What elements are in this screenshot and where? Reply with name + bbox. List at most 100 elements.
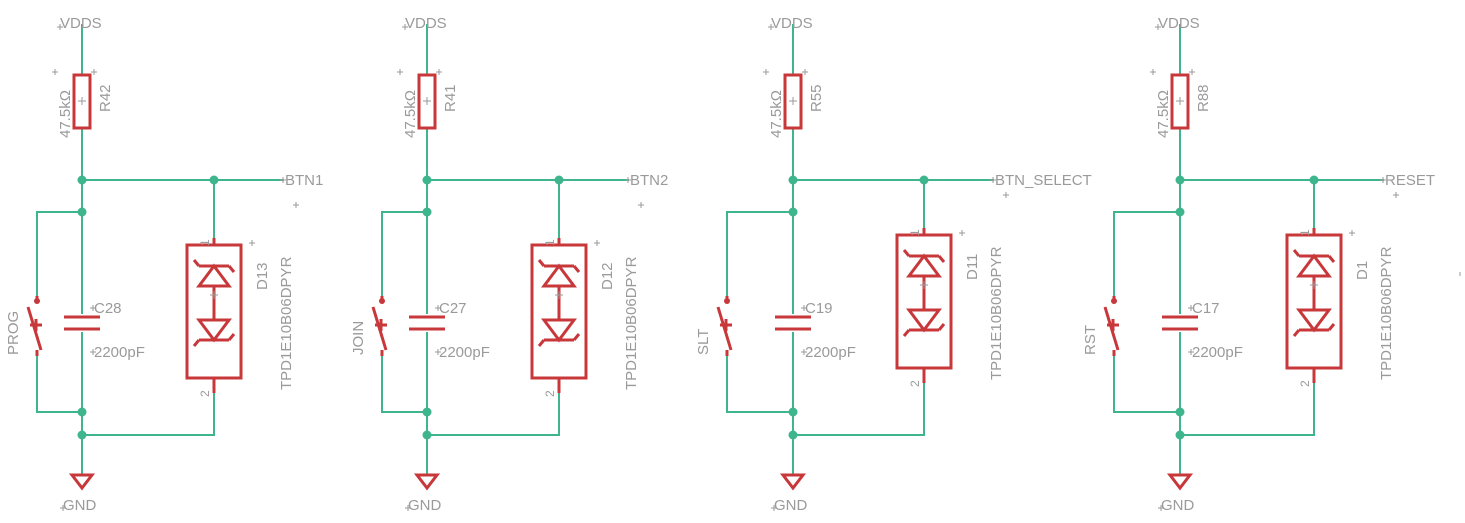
origin-mark [435,305,441,311]
capacitor-ref-label: C28 [94,300,122,317]
resistor-ref-label: R55 [808,84,825,112]
tvs-diode-upper [906,253,942,278]
origin-mark [90,305,96,311]
supply-label: VDDS [771,15,813,32]
diode-part-label: TPD1E10B06DPYR [1378,246,1395,380]
tvs-diode-upper-bar [192,259,236,273]
resistor-value-label: 47.5kΩ [402,90,419,138]
origin-mark [801,305,807,311]
capacitor-ref-label: C17 [1192,300,1220,317]
diode-ref-label: D11 [964,254,981,280]
button-ref-label: RST [1082,325,1099,355]
switch-top-wire [726,211,794,297]
origin-mark [436,69,442,75]
switch-plus [1107,319,1119,331]
origin-mark [1155,24,1161,30]
origin-mark [625,177,631,183]
net-label: BTN2 [630,172,668,189]
junction-dot [1175,407,1185,417]
resistor-body [1170,73,1190,130]
diode-bottom-wire [81,392,215,436]
tvs-diode-lower-bar [1292,323,1336,337]
origin-mark [959,230,965,236]
resistor-value-label: 47.5kΩ [768,90,785,138]
origin-mark [52,69,58,75]
junction-dot [788,207,798,217]
resistor-origin [1176,97,1184,105]
supply-label: VDDS [60,15,102,32]
capacitor-plates [64,315,100,331]
button-ref-label: JOIN [350,321,367,355]
origin-mark [1188,349,1194,355]
capacitor-value-label: 2200pF [1192,344,1243,361]
button-ref-label: PROG [5,311,22,355]
ground-symbol [68,473,96,491]
ground-symbol [1166,473,1194,491]
ground-label: GND [408,497,442,514]
origin-mark [397,69,403,75]
junction-dot [919,175,929,185]
origin-mark [91,69,97,75]
tvs-diode-lower-bar [192,333,236,347]
ground-symbol [779,473,807,491]
switch-plus [30,319,42,331]
junction-dot [1309,175,1319,185]
origin-mark [801,349,807,355]
diode-origin [555,291,563,299]
origin-mark [638,202,644,208]
net-label: BTN_SELECT [995,172,1092,189]
junction-dot [1175,175,1185,185]
capacitor-value-label: 2200pF [94,344,145,361]
origin-mark [1158,505,1164,511]
origin-mark [1393,192,1399,198]
diode-pin2-label: 2 [1298,380,1312,387]
tvs-diode-lower-bar [902,323,946,337]
supply-label: VDDS [405,15,447,32]
junction-dot [1175,207,1185,217]
capacitor-plates [409,315,445,331]
diode-pin2-label: 2 [543,390,557,397]
tvs-diode-upper [1296,253,1332,278]
switch-top-wire [36,211,83,297]
junction-dot [1175,430,1185,440]
junction-dot [788,407,798,417]
origin-mark [249,240,255,246]
tvs-diode-upper [196,263,232,288]
switch-top-wire [381,211,428,297]
junction-dot [77,207,87,217]
diode-bottom-wire [792,382,925,436]
origin-mark [402,24,408,30]
tvs-diode-upper-bar [537,259,581,273]
junction-dot [788,175,798,185]
origin-mark [405,505,411,511]
capacitor-plates [1162,315,1198,331]
tvs-diode-lower-bar [537,333,581,347]
switch-top-wire [1113,211,1181,297]
junction-dot [422,175,432,185]
switch-plus [720,319,732,331]
capacitor-plates [775,315,811,331]
origin-mark [768,24,774,30]
origin-mark [594,240,600,246]
junction-dot [77,175,87,185]
resistor-ref-label: R42 [97,84,114,112]
origin-mark [990,177,996,183]
resistor-value-label: 47.5kΩ [1155,90,1172,138]
origin-mark [90,349,96,355]
ground-label: GND [63,497,97,514]
diode-part-label: TPD1E10B06DPYR [278,256,295,390]
origin-mark [1189,69,1195,75]
resistor-value-label: 47.5kΩ [57,90,74,138]
origin-mark [771,505,777,511]
diode-origin [210,291,218,299]
origin-mark [435,349,441,355]
supply-label: VDDS [1158,15,1200,32]
resistor-ref-label: R41 [442,84,459,112]
capacitor-ref-label: C27 [439,300,467,317]
origin-mark [1380,177,1386,183]
diode-pin2-label: 2 [908,380,922,387]
